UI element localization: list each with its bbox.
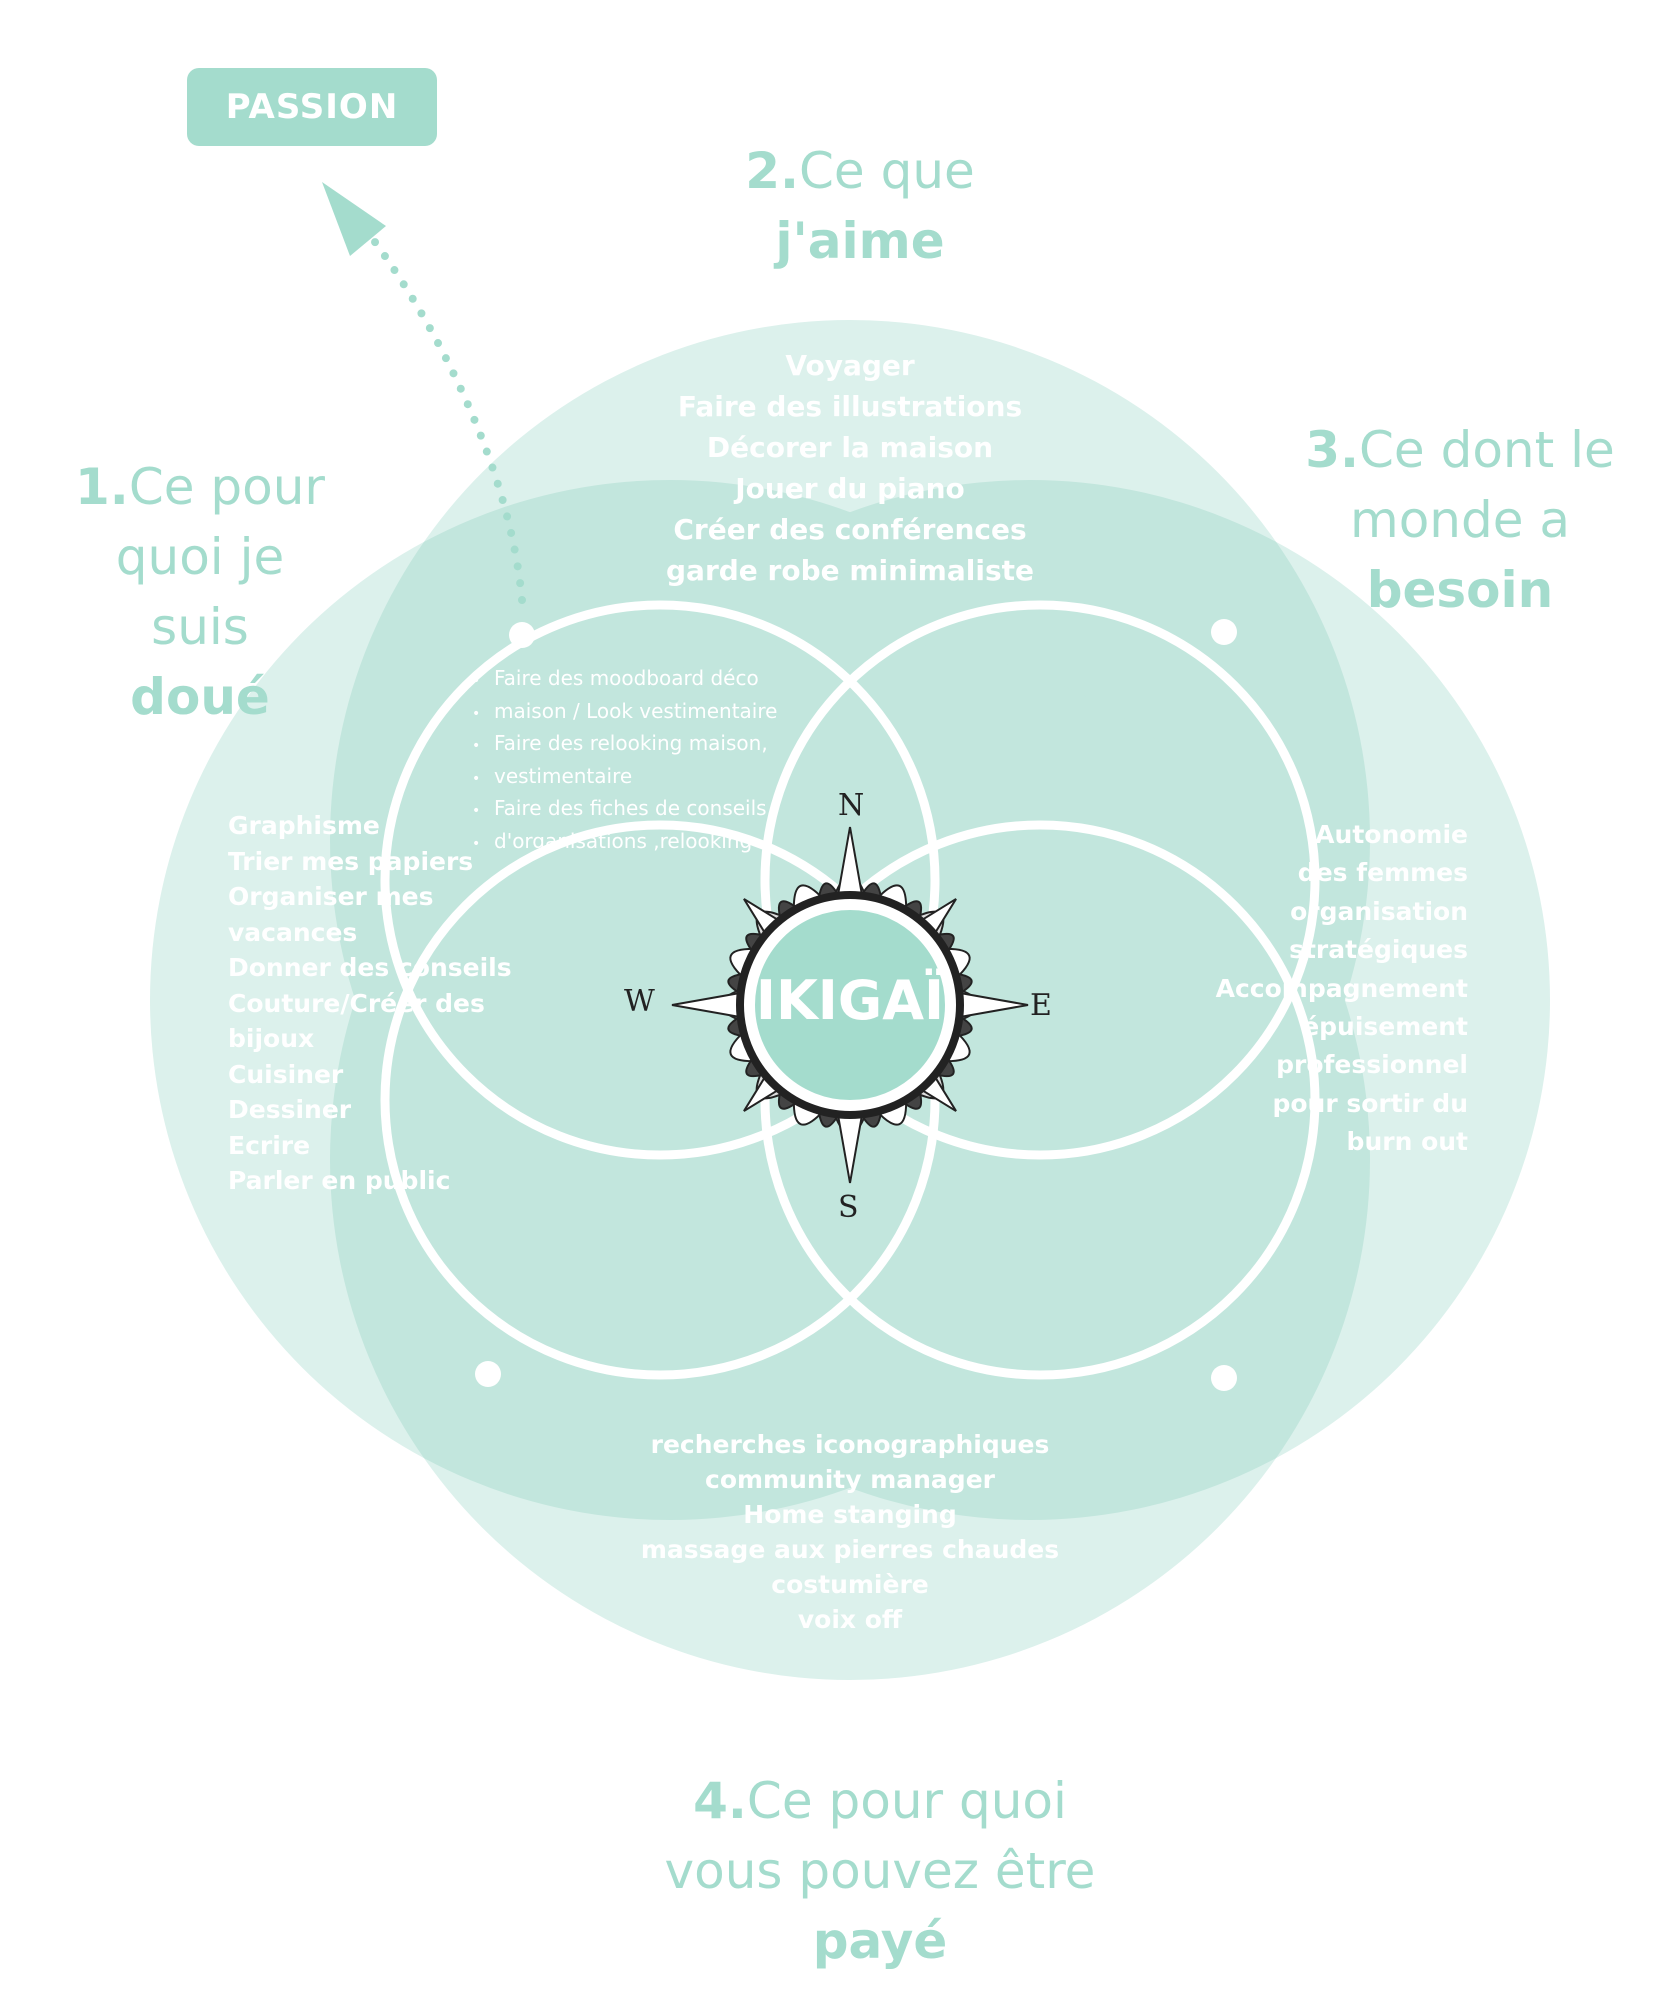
dot-passion xyxy=(509,622,535,648)
arrowhead-icon xyxy=(322,182,386,256)
compass-n: N xyxy=(838,788,865,823)
passion-badge: PASSION xyxy=(187,68,437,146)
list-item: Graphisme xyxy=(228,811,380,840)
heading-paye-strong: payé xyxy=(812,1912,948,1970)
bullet-icon: • xyxy=(472,835,481,852)
list-item: professionnel xyxy=(1276,1050,1468,1080)
list-item: vacances xyxy=(228,917,358,947)
compass-w: W xyxy=(624,984,655,1019)
list-item: Cuisiner xyxy=(228,1059,344,1089)
list-item: bijoux xyxy=(228,1024,315,1053)
bullet-icon: • xyxy=(472,673,481,689)
list-item: organisation xyxy=(1290,896,1468,926)
bullet-icon: • xyxy=(472,738,481,754)
heading-paye: 4.Ce pour quoi vous pouvez être payé xyxy=(640,1766,1120,1976)
list-item: Home stanging xyxy=(743,1500,957,1529)
list-besoin: Autonomie des femmes organisation straté… xyxy=(1216,816,1468,1162)
list-item: Trier mes papiers xyxy=(228,846,474,876)
compass-e: E xyxy=(1030,988,1052,1023)
list-item: costumière xyxy=(771,1570,929,1599)
list-item: épuisement xyxy=(1302,1012,1468,1042)
dot-profession xyxy=(475,1361,501,1387)
heading-paye-line1: Ce pour quoi xyxy=(746,1772,1067,1830)
list-aime: Voyager Faire des illustrations Décorer … xyxy=(650,345,1050,591)
compass-s: S xyxy=(838,1190,859,1225)
list-item: Couture/Créer des xyxy=(228,988,485,1018)
list-item: stratégiques xyxy=(1289,935,1468,965)
dotted-arrow-line xyxy=(368,234,526,604)
list-item: recherches iconographiques xyxy=(650,1430,1050,1459)
list-item: Voyager xyxy=(785,349,915,382)
list-item: Accompagnement xyxy=(1215,973,1468,1003)
heading-besoin-line2: monde a xyxy=(1349,491,1571,549)
list-item: Autonomie xyxy=(1315,820,1468,849)
heading-doue-num: 1. xyxy=(75,458,129,516)
list-item: garde robe minimaliste xyxy=(666,554,1034,587)
compass-rose xyxy=(671,826,1029,1184)
heading-doue-strong: doué xyxy=(130,668,270,726)
list-item: Dessiner xyxy=(228,1095,352,1124)
list-item: des femmes xyxy=(1297,858,1468,888)
ikigai-center-label: IKIGAÏ xyxy=(755,968,945,1032)
heading-besoin-line1: Ce dont le xyxy=(1359,421,1615,479)
list-item: • vestimentaire xyxy=(472,762,777,795)
list-item-text: Faire des fiches de conseils xyxy=(494,796,767,820)
list-paye: recherches iconographiques community man… xyxy=(600,1427,1100,1637)
list-item-text: Faire des moodboard déco xyxy=(494,666,759,690)
white-rings xyxy=(380,600,1320,1380)
list-item: Faire des illustrations xyxy=(677,390,1023,423)
heading-doue-line1: Ce pour xyxy=(128,458,325,516)
list-item-text: vestimentaire xyxy=(494,763,633,788)
heading-aime: 2.Ce que j'aime xyxy=(700,136,1020,276)
list-item: massage aux pierres chaudes xyxy=(640,1535,1060,1564)
heading-besoin: 3.Ce dont le monde a besoin xyxy=(1300,415,1620,625)
list-item-text: d'organisations ,relooking xyxy=(494,828,753,853)
list-item: • Faire des fiches de conseils xyxy=(472,794,777,827)
list-item: Décorer la maison xyxy=(706,431,994,464)
heading-besoin-num: 3. xyxy=(1305,421,1360,479)
list-item-text: Faire des relooking maison, xyxy=(494,731,768,755)
list-item: Jouer du piano xyxy=(735,472,965,505)
list-item: Ecrire xyxy=(228,1130,311,1160)
bullet-icon: • xyxy=(472,803,481,819)
heading-aime-line1: Ce que xyxy=(799,142,975,200)
list-item: Donner des conseils xyxy=(228,953,512,982)
heading-paye-num: 4. xyxy=(693,1772,747,1830)
heading-paye-line2: vous pouvez être xyxy=(664,1842,1096,1900)
heading-aime-strong: j'aime xyxy=(775,212,945,270)
list-item: • Faire des relooking maison, xyxy=(472,729,777,762)
heading-besoin-strong: besoin xyxy=(1366,561,1554,619)
list-item: • Faire des moodboard déco xyxy=(472,664,777,697)
list-item: Parler en public xyxy=(228,1166,451,1195)
heading-doue-line2: quoi je suis xyxy=(115,528,285,656)
list-passion: • Faire des moodboard déco • maison / Look… xyxy=(472,664,777,859)
list-item: • d'organisations ,relooking xyxy=(472,827,777,860)
bullet-icon: • xyxy=(472,770,481,787)
list-item: • maison / Look vestimentaire xyxy=(472,697,777,730)
heading-doue: 1.Ce pour quoi je suis doué xyxy=(60,452,340,732)
list-item-text: maison / Look vestimentaire xyxy=(494,698,778,723)
dot-vocation xyxy=(1211,1365,1237,1391)
bullet-icon: • xyxy=(472,705,481,722)
list-item: Créer des conférences xyxy=(673,513,1027,546)
heading-aime-num: 2. xyxy=(745,142,800,200)
dot-mission xyxy=(1211,619,1237,645)
list-item: pour sortir du xyxy=(1272,1088,1468,1118)
list-doue: Graphisme Trier mes papiers Organiser me… xyxy=(228,808,512,1199)
list-item: Organiser mes xyxy=(228,882,434,911)
list-item: community manager xyxy=(705,1465,995,1494)
list-item: voix off xyxy=(797,1605,903,1634)
list-item: burn out xyxy=(1346,1127,1468,1157)
